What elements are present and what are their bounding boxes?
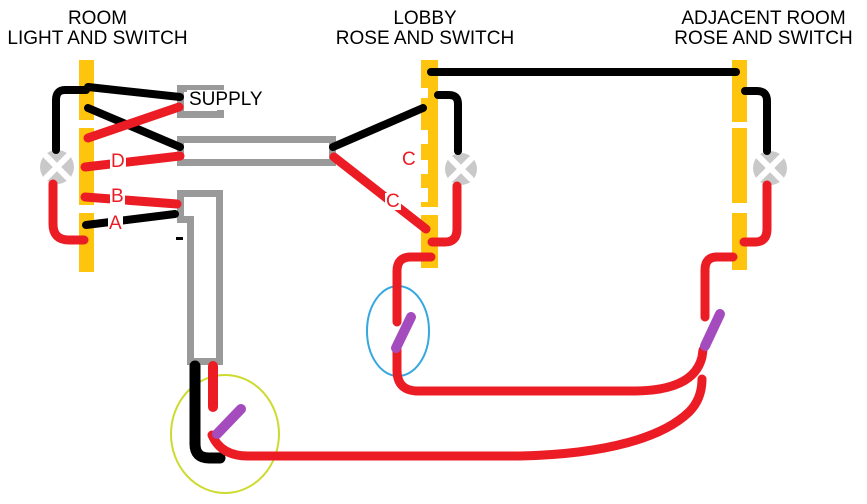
lobby-terminal-bar <box>421 60 438 268</box>
wire-lobby-switch-feed <box>392 252 436 327</box>
lobby-terminal-notches <box>421 88 428 202</box>
section-title-lobby-line2: ROSE AND SWITCH <box>335 28 515 49</box>
room-lamp-icon <box>40 150 74 184</box>
wire-label-c-lower: C <box>385 191 401 212</box>
lobby-switch-blade-icon <box>391 312 416 353</box>
section-title-adjacent-room: ADJACENT ROOM ROSE AND SWITCH <box>660 9 867 49</box>
wire-lobby-lamp-drop <box>427 181 462 247</box>
lobby-lamp-icon <box>445 153 477 185</box>
section-title-room-line2: LIGHT AND SWITCH <box>7 28 188 49</box>
wire-label-a: A <box>108 213 123 234</box>
wire-junction-to-lobby-bar <box>329 104 427 151</box>
section-title-adjacent-room-line2: ROSE AND SWITCH <box>674 28 853 49</box>
wire-adjacent-switch-feed <box>700 252 738 322</box>
wire-adjacent-bar-to-lamp <box>741 87 771 155</box>
supply-label: SUPPLY <box>187 89 265 110</box>
room-switch-blade-icon <box>212 404 246 439</box>
wire-room-switch-black-drop <box>189 360 226 464</box>
wire-label-b: B <box>110 186 125 207</box>
wire-adjacent-lamp-drop <box>739 180 772 247</box>
wire-lobby-bar-to-lamp <box>434 91 462 155</box>
wire-lobby-switch-to-adjacent-switch <box>392 343 708 396</box>
wire-a-black <box>82 210 179 229</box>
room-switch-highlight-circle <box>170 374 280 494</box>
wire-c-junction-to-lobby <box>329 152 431 234</box>
red-wires <box>48 102 772 461</box>
wire-room-bar-to-supply <box>84 83 184 101</box>
wire-room-bar-to-lamp <box>52 86 90 154</box>
wire-label-d: D <box>110 151 126 172</box>
wire-room-bar-to-junction <box>84 104 184 151</box>
wire-label-c-upper: C <box>401 149 417 170</box>
wire-d-red <box>80 151 185 172</box>
wire-supply-to-room-bar <box>83 102 184 143</box>
wire-room-lamp-to-bar <box>48 179 89 245</box>
stray-mark <box>176 237 183 240</box>
junction-box-horizontal <box>177 136 336 166</box>
adjacent-switch-blade-icon <box>700 309 725 351</box>
junction-box-vertical <box>177 190 223 365</box>
wire-room-switch-to-adjacent-switch <box>207 374 707 461</box>
section-title-adjacent-room-line1: ADJACENT ROOM <box>681 8 846 29</box>
adjacent-terminal-bar <box>732 60 747 270</box>
section-title-room: ROOM LIGHT AND SWITCH <box>0 9 195 49</box>
section-title-room-line1: ROOM <box>67 8 128 29</box>
section-title-lobby: LOBBY ROSE AND SWITCH <box>325 9 525 49</box>
wire-b-red <box>80 192 182 209</box>
black-wires <box>52 68 771 464</box>
adjacent-lamp-icon <box>753 151 787 185</box>
section-title-lobby-line1: LOBBY <box>393 8 457 29</box>
switch-blades <box>212 309 725 439</box>
